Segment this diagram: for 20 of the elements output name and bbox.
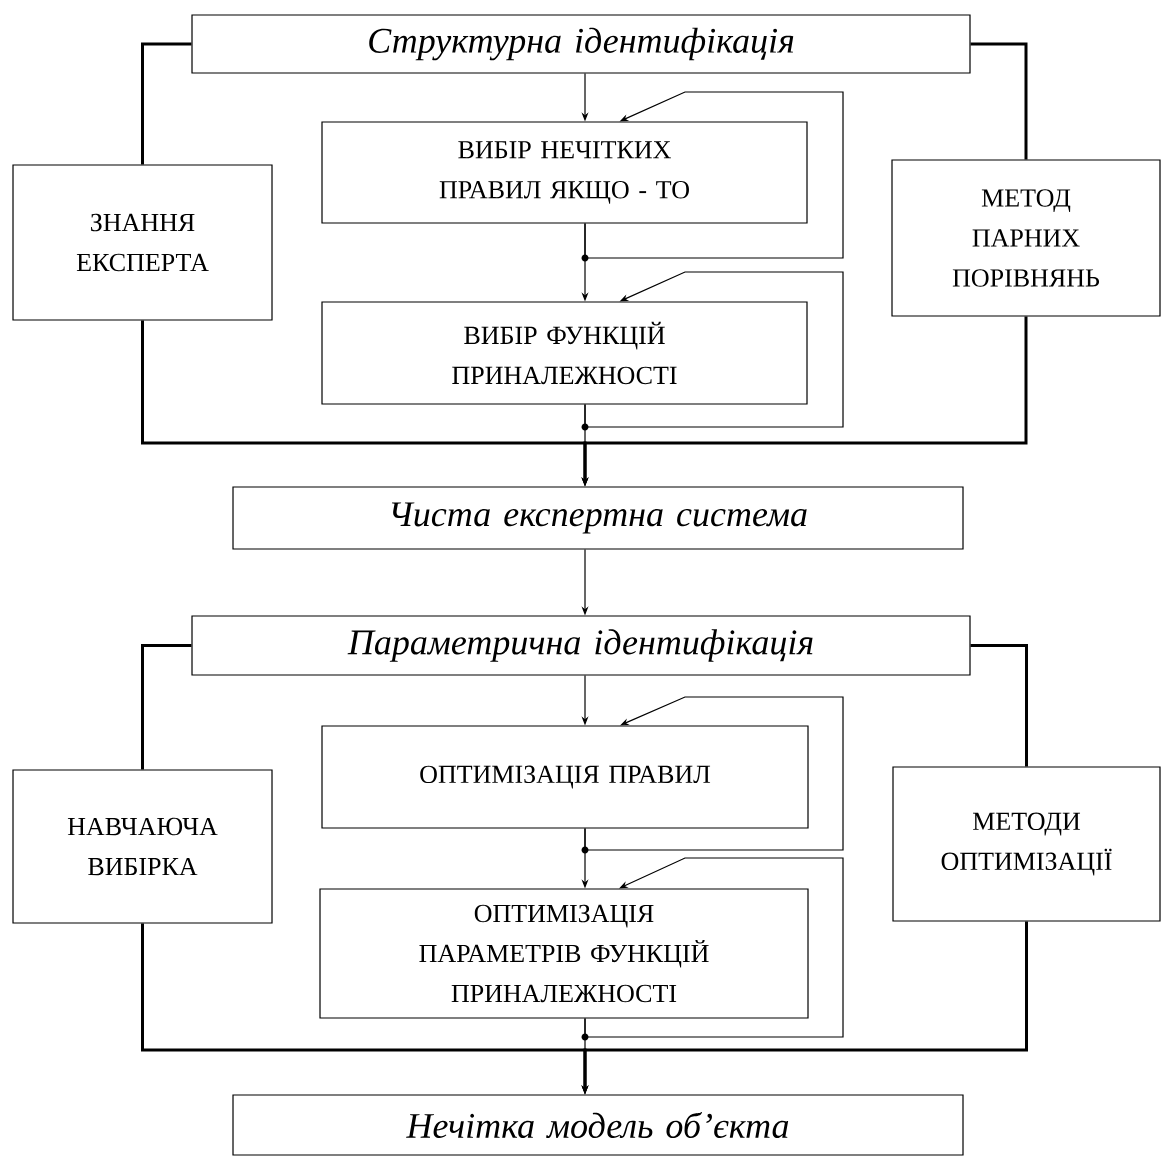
process-box: ВИБІР ФУНКЦІЙ ПРИНАЛЕЖНОСТІ <box>321 301 808 405</box>
feedback-arrow <box>584 857 844 1038</box>
stage-box: Чиста експертна система <box>232 486 964 550</box>
process-box: ВИБІР НЕЧІТКИХ ПРАВИЛ ЯКЩО - ТО <box>321 121 808 224</box>
input-box: МЕТОДИ ОПТИМІЗАЦІЇ <box>892 766 1161 922</box>
stage-box: Параметрична ідентифікація <box>191 615 971 676</box>
stage-box: Нечітка модель об’єкта <box>232 1094 964 1156</box>
input-box: НАВЧАЮЧА ВИБІРКА <box>12 769 273 924</box>
frame-line <box>141 42 192 165</box>
frame-line <box>141 644 192 770</box>
frame-line <box>970 644 1028 767</box>
process-box: ОПТИМІЗАЦІЯ ПАРАМЕТРІВ ФУНКЦІЙ ПРИНАЛЕЖНОСТІ <box>319 888 809 1019</box>
feedback-arrow <box>584 91 844 259</box>
frame-line <box>970 42 1028 160</box>
input-box: ЗНАННЯ ЕКСПЕРТА <box>12 164 273 321</box>
feedback-arrow <box>584 271 844 428</box>
input-box: МЕТОД ПАРНИХ ПОРІВНЯНЬ <box>891 159 1161 317</box>
process-box: ОПТИМІЗАЦІЯ ПРАВИЛ <box>321 725 809 829</box>
stage-box: Структурна ідентифікація <box>191 14 971 74</box>
feedback-arrow <box>584 696 844 851</box>
